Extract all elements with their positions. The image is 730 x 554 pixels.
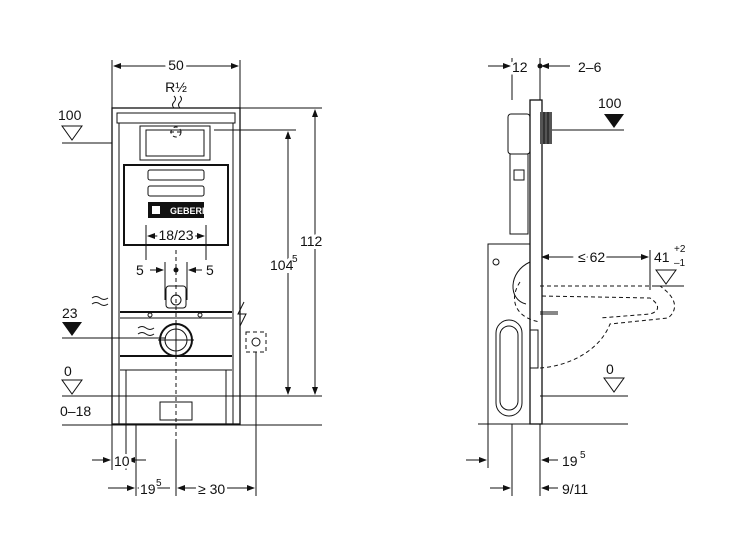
electric-icon [237, 301, 247, 327]
pipe-spacing-label: 18/23 [158, 227, 193, 243]
side-view: 12 2–6 100 ≤ 62 41 +2 –1 [466, 57, 686, 497]
width-label: 50 [168, 57, 184, 73]
side-frame [529, 99, 543, 425]
level-zero-label: 0 [64, 363, 72, 379]
height-frame-label: 104 [270, 257, 294, 273]
drain-stub [159, 401, 193, 421]
adjust-label: 2–6 [578, 59, 602, 75]
left-axis-sup: 5 [156, 478, 162, 489]
water-icon-left [91, 296, 109, 306]
brand-label: GEBERIT [170, 206, 211, 216]
water-supply-icon [172, 95, 182, 109]
height-total-label: 112 [300, 233, 323, 249]
level-mid-label: 23 [62, 305, 78, 321]
flush-plate [540, 112, 552, 144]
level-top-label: 100 [58, 107, 82, 123]
level-zero-marker [61, 379, 83, 395]
side-level-top-marker [604, 114, 624, 128]
height-frame-sup: 5 [292, 254, 298, 265]
right-offset-label: 5 [206, 262, 214, 278]
socket-icon [251, 337, 261, 347]
front-view: 50 R½ GEBERIT 18/23 5 [58, 54, 326, 500]
thread-label: R½ [165, 79, 187, 95]
level-top-marker [61, 125, 83, 141]
wall-depth-label: 9/11 [562, 481, 588, 497]
supply-box [139, 125, 211, 161]
side-level-zero-marker [603, 377, 625, 393]
side-level-zero-label: 0 [606, 361, 614, 377]
left-offset-label: 5 [136, 262, 144, 278]
frame-depth-label: 12 [512, 59, 528, 75]
cistern [123, 164, 229, 246]
floor-range-label: 0–18 [60, 403, 91, 419]
side-housing [487, 243, 531, 425]
seat-level-marker [655, 269, 677, 285]
foot-width-label: 10 [114, 453, 130, 469]
side-level-top-label: 100 [598, 95, 622, 111]
left-axis-label: 19 [140, 481, 156, 497]
projection-label: ≤ 62 [578, 249, 605, 265]
seat-tol-plus: +2 [674, 244, 686, 255]
bottom-depth-sup: 5 [580, 450, 586, 461]
seat-height-label: 41 [654, 249, 670, 265]
side-clearance-label: ≥ 30 [198, 481, 225, 497]
level-mid-marker [62, 322, 82, 336]
brand-plate [148, 202, 204, 218]
water-icon-mid [137, 326, 155, 336]
wc-bowl-outline [539, 285, 675, 369]
seat-tol-minus: –1 [674, 258, 686, 269]
bottom-depth-label: 19 [562, 453, 578, 469]
